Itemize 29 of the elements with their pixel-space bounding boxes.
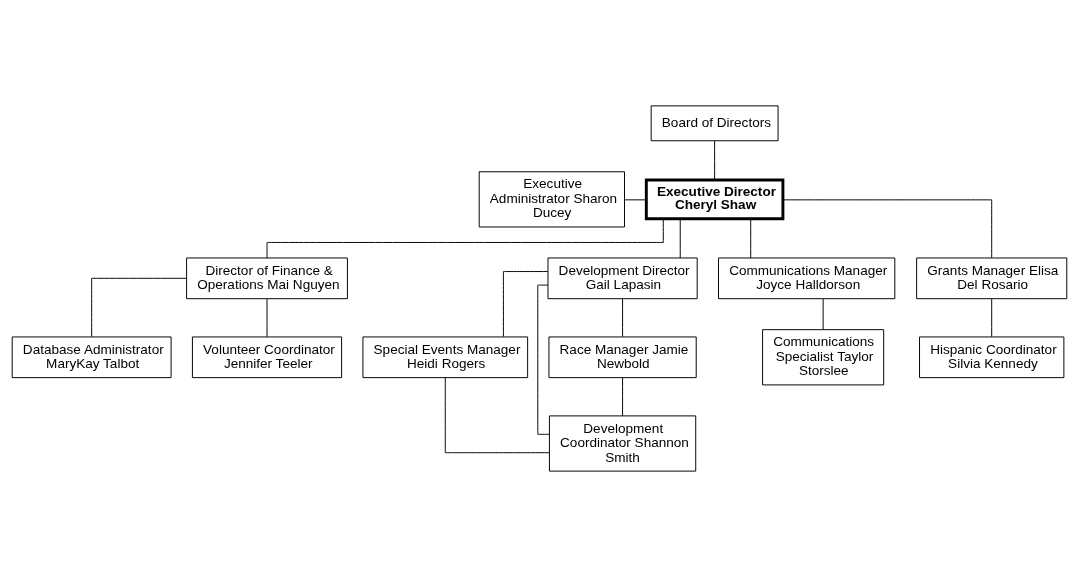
node-box: Database Administrator MaryKay Talbot <box>11 336 172 379</box>
connector <box>537 284 550 435</box>
node-box: Race Manager Jamie Newbold <box>548 336 697 379</box>
node-box: Communications Manager Joyce Halldorson <box>718 257 896 300</box>
connector <box>991 298 993 338</box>
node-box: Executive Administrator Sharon Ducey <box>478 171 625 228</box>
connector <box>624 199 647 201</box>
node-box: Volunteer Coordinator Jennifer Teeler <box>191 336 343 379</box>
node-box: Development Director Gail Lapasin <box>547 257 698 300</box>
node-box: Hispanic Coordinator Silvia Kennedy <box>919 336 1065 379</box>
connector <box>822 298 824 331</box>
connector <box>266 298 268 338</box>
node-box: Director of Finance & Operations Mai Nguyen <box>186 257 348 300</box>
connector <box>679 218 681 259</box>
node-box: Development Coordinator Shannon Smith <box>548 415 697 472</box>
connector <box>502 271 549 337</box>
connector <box>266 218 664 259</box>
node-box: Grants Manager Elisa Del Rosario <box>916 257 1068 300</box>
node-box: Executive Director Cheryl Shaw <box>644 178 785 221</box>
connector <box>782 199 993 259</box>
connector <box>91 277 187 338</box>
connector <box>444 377 550 454</box>
connector <box>622 377 624 417</box>
connector <box>714 140 716 181</box>
connector <box>750 218 752 259</box>
node-box: Communications Specialist Taylor Storslee <box>762 329 885 386</box>
node-box: Special Events Manager Heidi Rogers <box>362 336 529 379</box>
node-box: Board of Directors <box>650 105 779 142</box>
connector <box>622 298 624 338</box>
